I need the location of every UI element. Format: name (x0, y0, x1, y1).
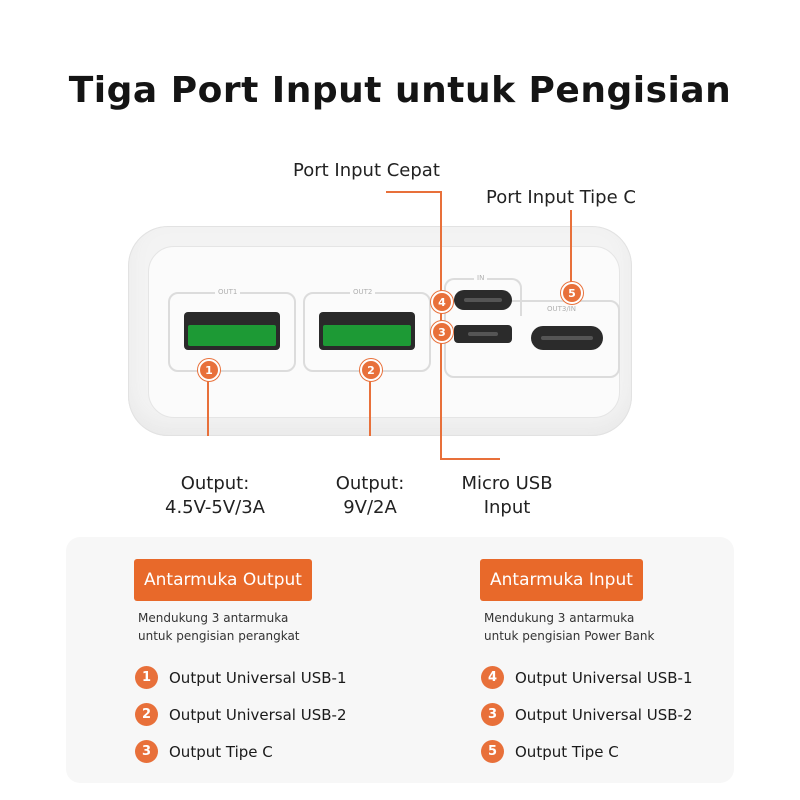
number-icon: 2 (135, 703, 158, 726)
output-item-label: Output Tipe C (169, 742, 273, 761)
callout-output1-line1: Output: (180, 473, 250, 494)
number-icon: 5 (481, 740, 504, 763)
number-icon: 1 (135, 666, 158, 689)
out2-label: OUT2 (350, 288, 376, 296)
badge-5: 5 (561, 282, 583, 304)
number-icon: 4 (481, 666, 504, 689)
leader-line-output2 (369, 374, 371, 436)
output-item-label: Output Universal USB-1 (169, 668, 347, 687)
callout-output1: Output: 4.5V-5V/3A (150, 472, 280, 520)
output-desc-line2: untuk pengisian perangkat (138, 629, 300, 643)
usb-a-port-2 (319, 312, 415, 350)
badge-1: 1 (198, 359, 220, 381)
out1-label: OUT1 (215, 288, 241, 296)
input-desc-line1: Mendukung 3 antarmuka (484, 611, 635, 625)
output-desc-line1: Mendukung 3 antarmuka (138, 611, 289, 625)
leader-line-type-c (570, 210, 572, 284)
input-item-label: Output Tipe C (515, 742, 619, 761)
output-description: Mendukung 3 antarmuka untuk pengisian pe… (138, 609, 300, 645)
output-item-label: Output Universal USB-2 (169, 705, 347, 724)
output-item-1: 1 Output Universal USB-1 (135, 666, 347, 689)
input-item-label: Output Universal USB-2 (515, 705, 693, 724)
callout-micro-line1: Micro USB (461, 473, 553, 494)
callout-micro-usb: Micro USB Input (452, 472, 562, 520)
input-item-1: 4 Output Universal USB-1 (481, 666, 693, 689)
output-heading: Antarmuka Output (134, 559, 312, 601)
callout-output2: Output: 9V/2A (320, 472, 420, 520)
number-icon: 3 (481, 703, 504, 726)
callout-type-c-input: Port Input Tipe C (486, 187, 636, 208)
number-icon: 3 (135, 740, 158, 763)
input-item-2: 3 Output Universal USB-2 (481, 703, 693, 726)
leader-line-output1 (207, 374, 209, 436)
usb-c-port (531, 326, 603, 350)
badge-2: 2 (360, 359, 382, 381)
out3-in-label: OUT3/IN (544, 305, 580, 313)
page-title: Tiga Port Input untuk Pengisian (68, 70, 732, 111)
input-heading: Antarmuka Input (480, 559, 643, 601)
output-item-3: 3 Output Tipe C (135, 740, 273, 763)
input-item-label: Output Universal USB-1 (515, 668, 693, 687)
callout-output1-line2: 4.5V-5V/3A (165, 497, 265, 518)
badge-3: 3 (431, 321, 453, 343)
micro-usb-port (454, 325, 512, 343)
callout-micro-line2: Input (483, 497, 531, 518)
callout-output2-line2: 9V/2A (343, 497, 397, 518)
leader-line-fast-input-top (386, 191, 442, 193)
in-label: IN (474, 274, 488, 282)
leader-line-micro (440, 458, 500, 460)
input-item-3: 5 Output Tipe C (481, 740, 619, 763)
callout-fast-input: Port Input Cepat (293, 160, 440, 181)
badge-4: 4 (431, 291, 453, 313)
usb-a-port-1 (184, 312, 280, 350)
input-desc-line2: untuk pengisian Power Bank (484, 629, 655, 643)
usb-c-fast-input-port (454, 290, 512, 310)
output-item-2: 2 Output Universal USB-2 (135, 703, 347, 726)
callout-output2-line1: Output: (335, 473, 405, 494)
input-description: Mendukung 3 antarmuka untuk pengisian Po… (484, 609, 654, 645)
